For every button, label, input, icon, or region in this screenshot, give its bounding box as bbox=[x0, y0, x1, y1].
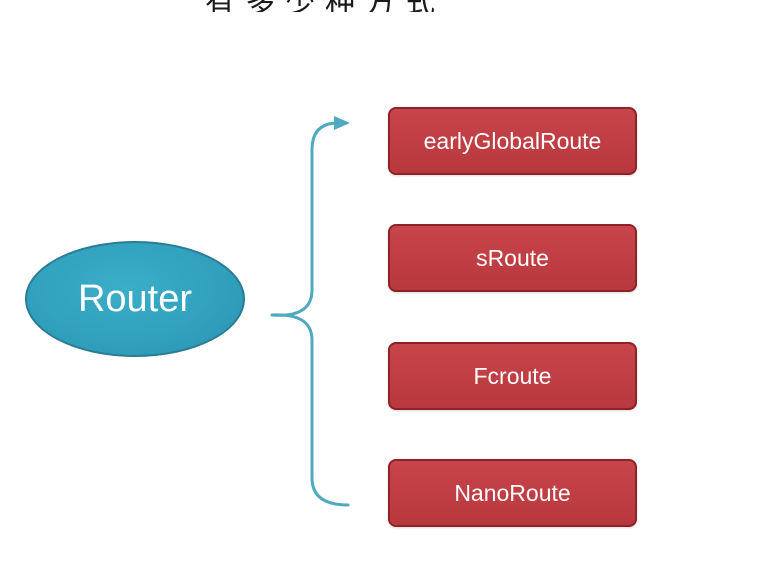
route-node-fcroute: Fcroute bbox=[388, 342, 637, 410]
route-label: earlyGlobalRoute bbox=[423, 127, 602, 154]
route-label: Fcroute bbox=[473, 362, 552, 389]
arrow-head-icon bbox=[334, 116, 350, 130]
route-node-sroute: sRoute bbox=[388, 224, 637, 292]
route-label: NanoRoute bbox=[454, 479, 571, 506]
router-label: Router bbox=[77, 278, 193, 320]
route-node-nanoroute: NanoRoute bbox=[388, 459, 637, 527]
route-node-earlyglobalroute: earlyGlobalRoute bbox=[388, 107, 637, 175]
slide-title: 有多少种方式 bbox=[205, 0, 535, 12]
route-label: sRoute bbox=[476, 244, 549, 271]
router-node: Router bbox=[25, 241, 245, 357]
curly-brace bbox=[270, 121, 350, 507]
